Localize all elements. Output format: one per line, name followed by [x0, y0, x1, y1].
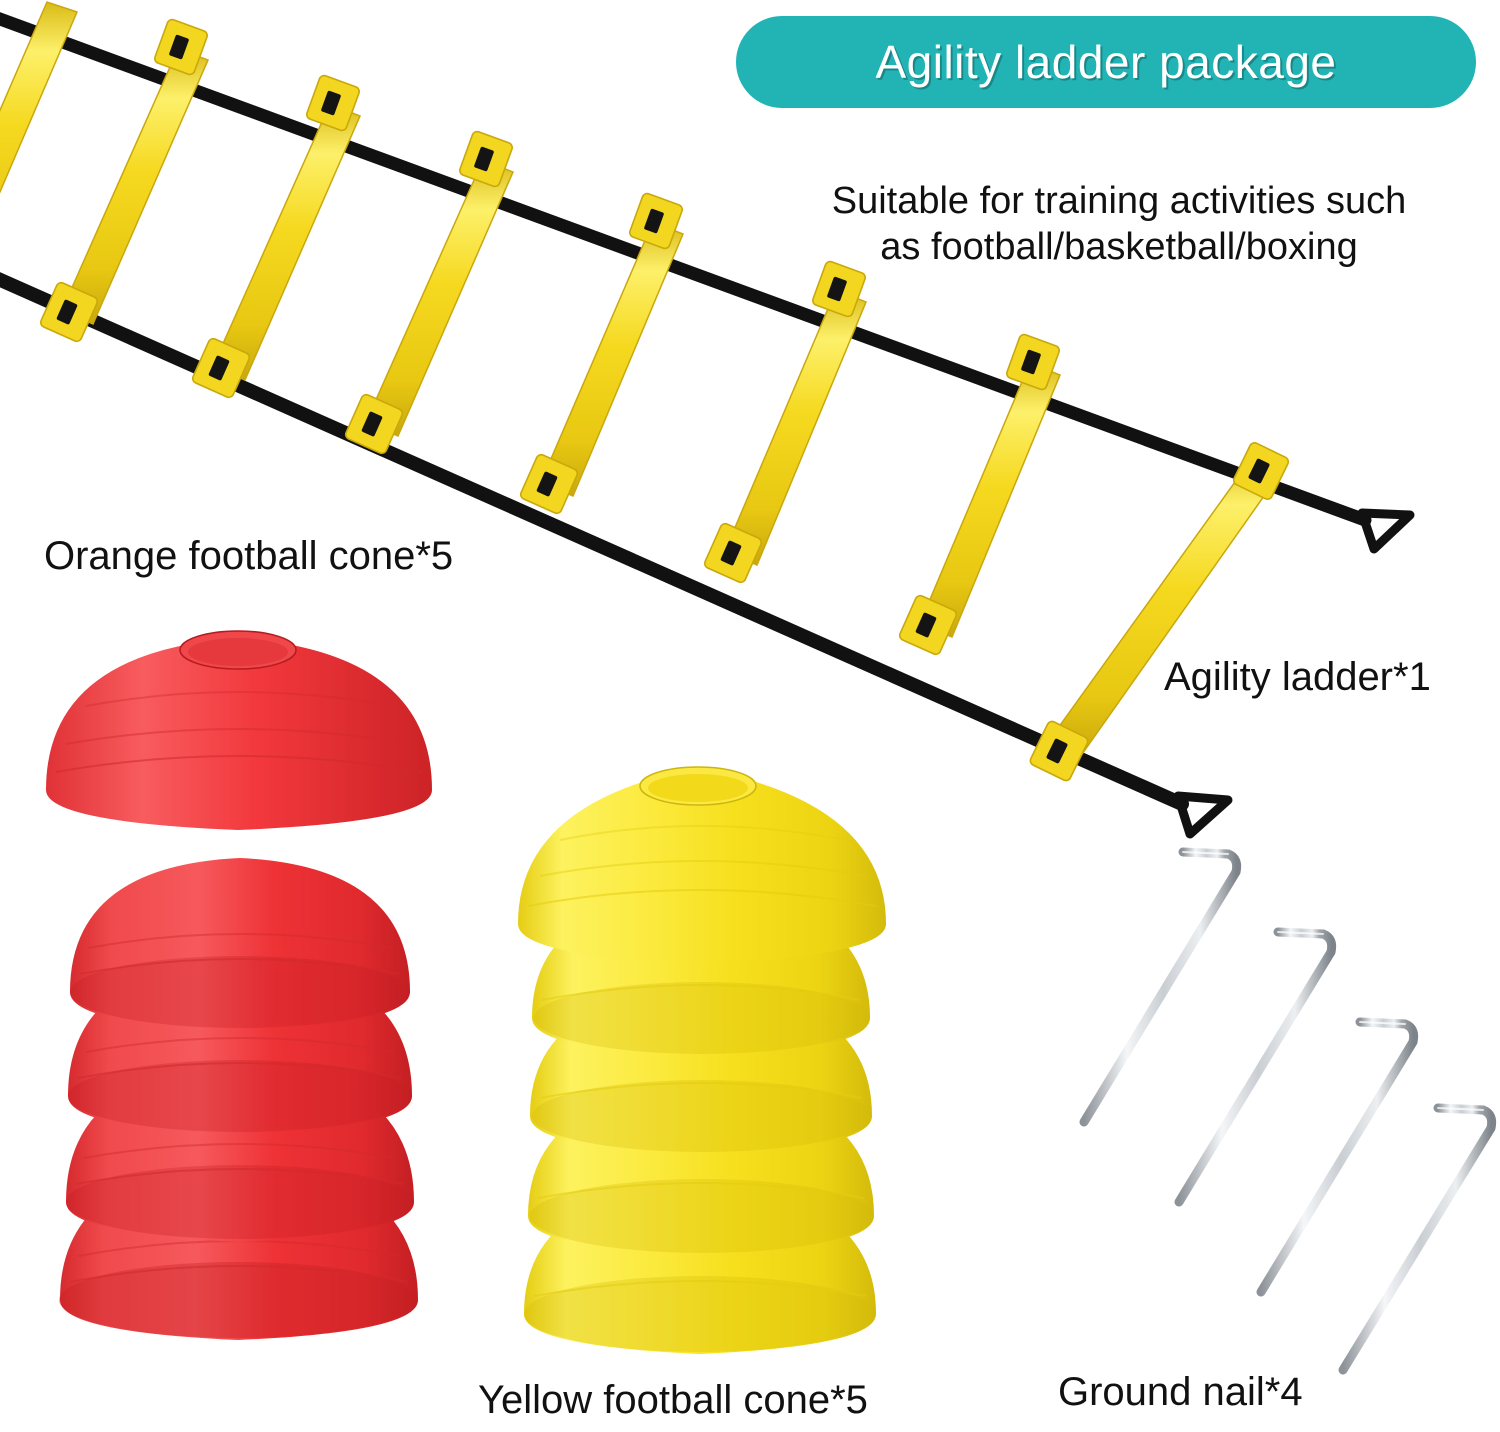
cone-disc	[66, 1064, 414, 1242]
ground-nail	[1079, 847, 1242, 1127]
cone-top-hole	[179, 630, 297, 670]
cone-disc	[524, 1184, 876, 1354]
cone-disc	[70, 858, 410, 1032]
label-orange-football-cone: Orange football cone*5	[44, 534, 454, 578]
ladder-rung	[1029, 442, 1290, 782]
ladder-rung	[212, 74, 361, 381]
cone-top-hole	[639, 766, 757, 806]
ladder-rung	[540, 192, 684, 497]
description-line-1: Suitable for training activities such	[831, 180, 1407, 222]
label-agility-ladder: Agility ladder*1	[1164, 655, 1431, 699]
ladder-rung	[0, 1, 79, 194]
ground-nail	[1174, 927, 1337, 1207]
orange-cone-stack	[46, 630, 432, 1340]
cone-disc-top	[518, 766, 886, 964]
cone-disc-top	[46, 630, 432, 830]
yellow-cone-stack	[518, 766, 886, 1354]
ladder-rung	[724, 260, 867, 566]
ground-nail	[1256, 1017, 1419, 1297]
description-line-2: as football/basketball/boxing	[880, 226, 1358, 269]
ground-nail-set	[1079, 847, 1497, 1375]
title-badge-text: Agility ladder package	[875, 36, 1337, 88]
ladder-rung	[919, 333, 1061, 638]
ground-nail	[1338, 1103, 1497, 1375]
cone-disc	[532, 892, 870, 1058]
label-ground-nail: Ground nail*4	[1058, 1370, 1303, 1414]
ladder-rungs	[0, 1, 1290, 782]
description-text: Suitable for training activities such as…	[745, 178, 1493, 271]
cone-disc	[59, 1162, 418, 1340]
cone-disc	[528, 1086, 874, 1256]
label-yellow-football-cone: Yellow football cone*5	[478, 1378, 868, 1422]
ladder-rung	[365, 130, 514, 437]
ladder-rung-clips-bottom	[39, 281, 958, 656]
cone-disc	[530, 988, 872, 1156]
ladder-rung	[61, 18, 210, 325]
title-badge: Agility ladder package	[736, 16, 1476, 108]
cone-disc	[68, 960, 412, 1136]
